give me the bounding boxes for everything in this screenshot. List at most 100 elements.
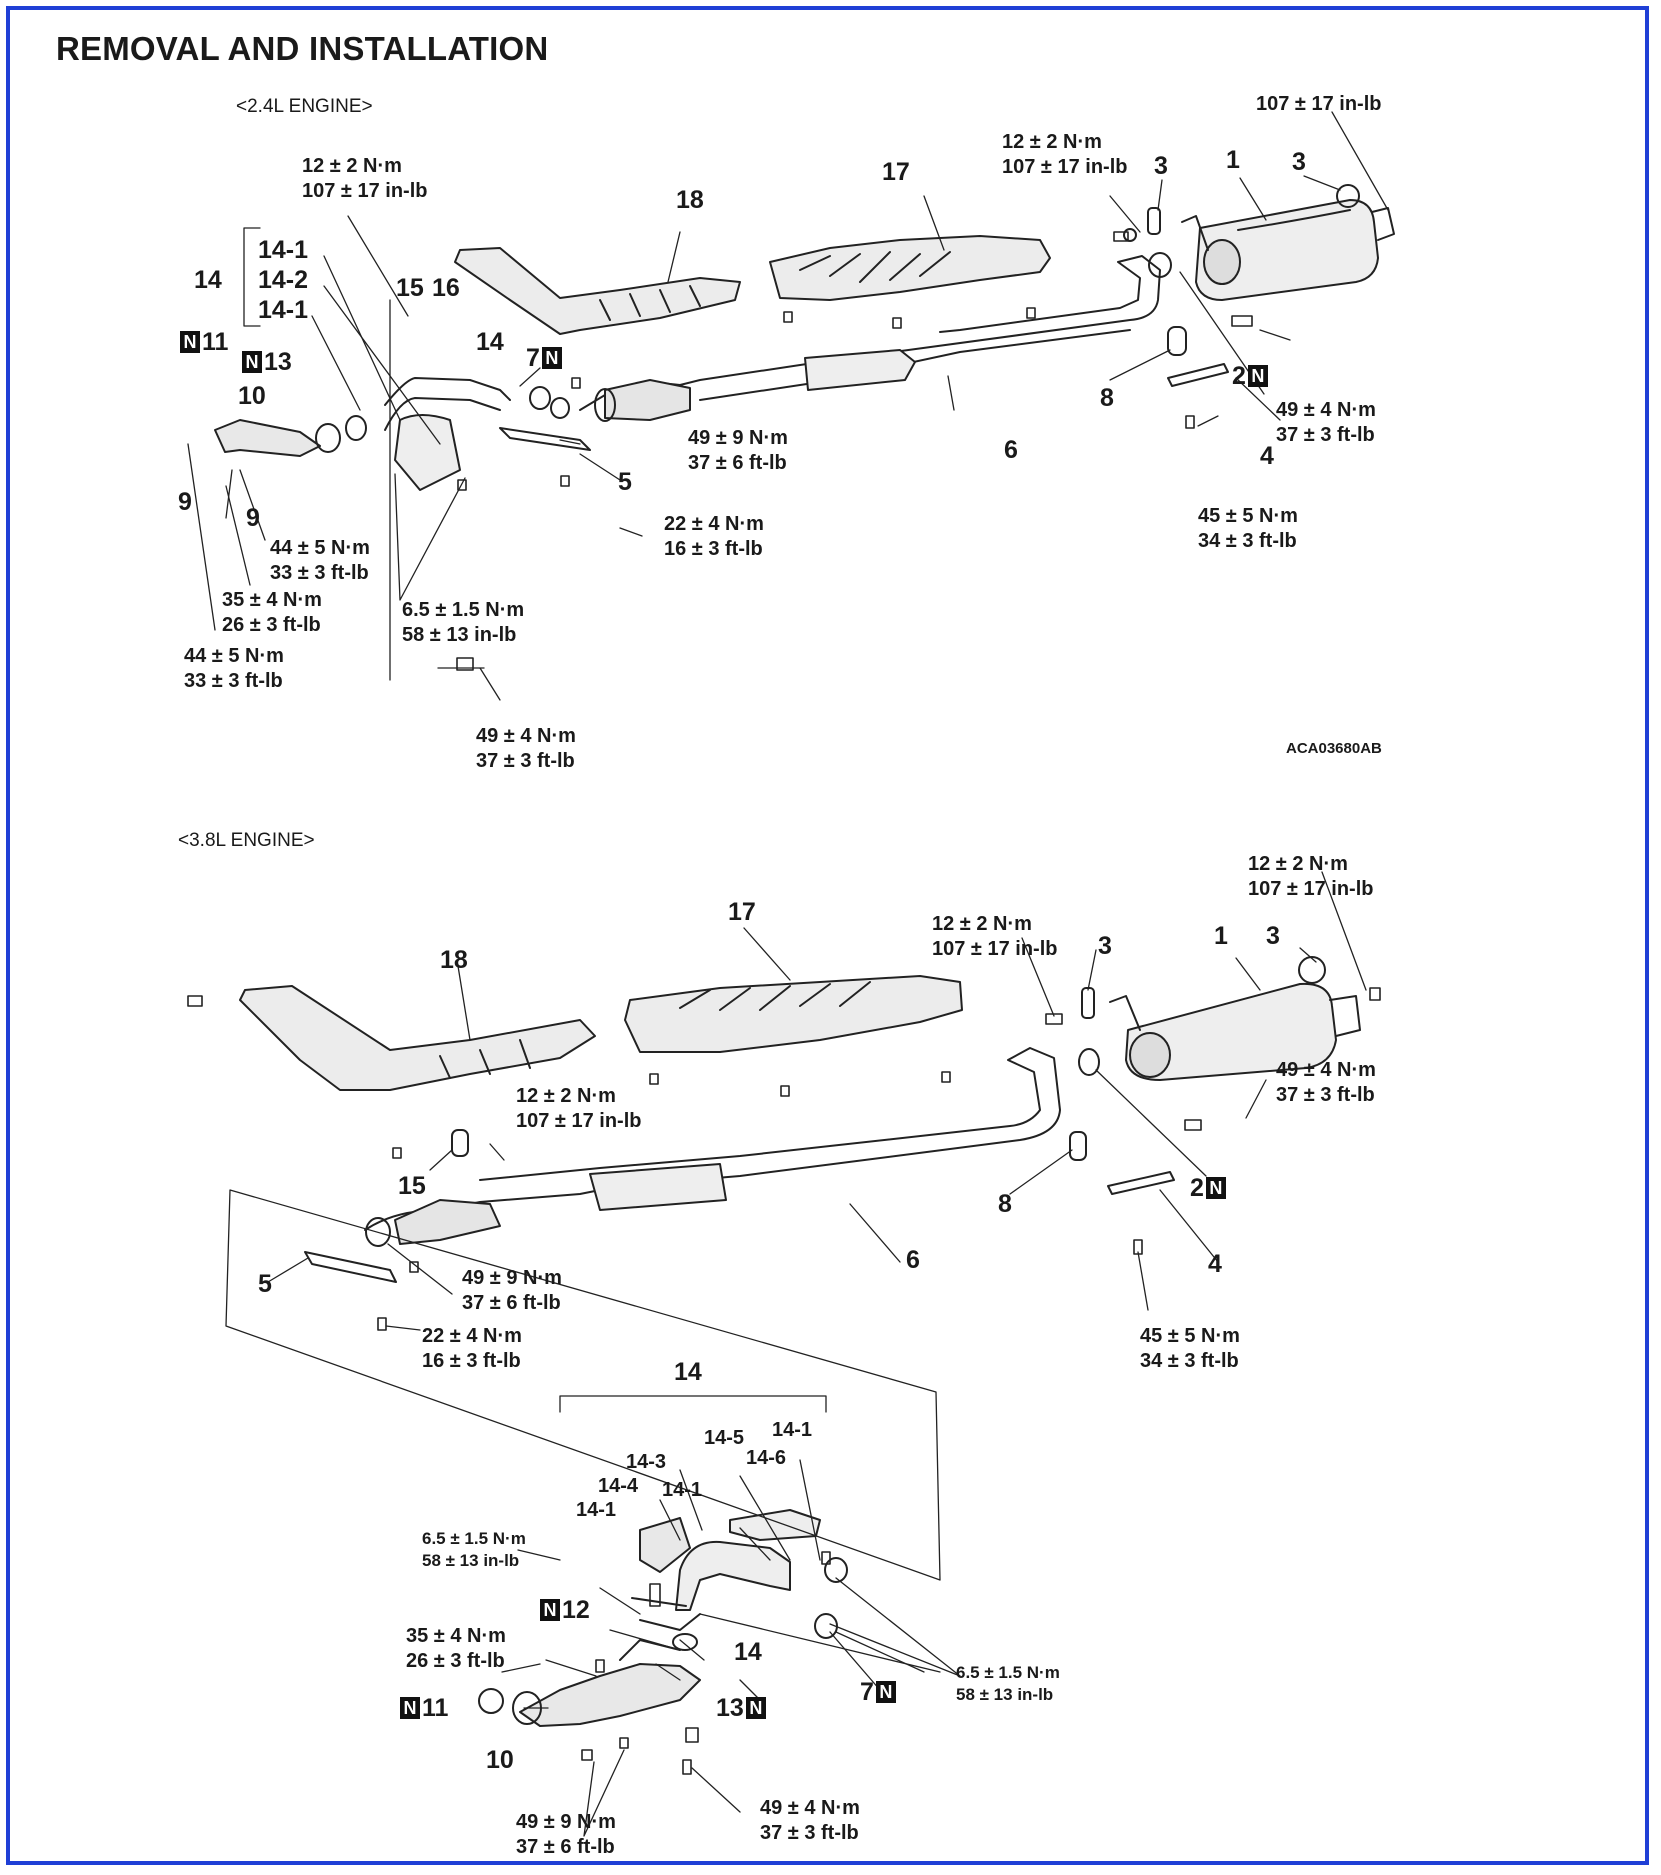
part-number: 9 xyxy=(246,504,260,532)
hanger-3-b-38 xyxy=(1298,956,1326,984)
part-number: 6 xyxy=(906,1246,920,1274)
part-number: 4 xyxy=(1208,1250,1222,1278)
hanger-8-38 xyxy=(1069,1131,1087,1161)
part-number: 14-1 xyxy=(258,296,309,324)
part-number: 9 xyxy=(178,488,192,516)
exhaust-pipe-10 xyxy=(214,419,321,457)
main-muffler-38 xyxy=(1125,982,1337,1081)
part-number: 18 xyxy=(676,186,704,214)
hanger-3-a-38 xyxy=(1081,987,1095,1019)
part-number: 15 xyxy=(396,274,424,302)
hanger-3-a xyxy=(1147,207,1161,235)
new-part-badge: N xyxy=(875,1681,896,1703)
new-part-badge: N xyxy=(180,331,200,353)
part-number: 6 xyxy=(1004,436,1018,464)
hanger-3-b xyxy=(1336,184,1360,208)
part-number: 14-1 xyxy=(772,1419,813,1441)
part-number: 14-1 xyxy=(576,1499,617,1521)
part-number: 14-6 xyxy=(746,1447,787,1469)
part-number: 18 xyxy=(440,946,468,974)
heat-shield-17-38 xyxy=(624,975,963,1053)
part-number: 14 xyxy=(476,328,504,356)
front-pipe-14 xyxy=(384,377,511,406)
part-number: 14-3 xyxy=(626,1451,667,1473)
new-part-badge: N xyxy=(400,1697,420,1719)
new-part-badge: N xyxy=(745,1697,766,1719)
part-number: 5 xyxy=(618,468,632,496)
part-number: 8 xyxy=(1100,384,1114,412)
part-number: 3 xyxy=(1266,922,1280,950)
part-number: 8 xyxy=(998,1190,1012,1218)
heat-shield-18-38 xyxy=(239,985,596,1091)
bracket-5-38 xyxy=(304,1251,397,1283)
center-pipe-24 xyxy=(579,255,1161,422)
new-part-badge: N xyxy=(1247,365,1268,387)
new-part-badge: N xyxy=(541,347,562,369)
new-part-badge: N xyxy=(540,1599,560,1621)
main-muffler-24 xyxy=(1181,199,1395,301)
bracket-5 xyxy=(499,427,591,451)
part-number: 3 xyxy=(1292,148,1306,176)
part-number: 3 xyxy=(1154,152,1168,180)
part-number: 17 xyxy=(882,158,910,186)
part-number: 5 xyxy=(258,1270,272,1298)
page-border xyxy=(6,6,1649,1865)
part-number: 10 xyxy=(486,1746,514,1774)
hanger-15-38 xyxy=(451,1129,469,1157)
part-number: 16 xyxy=(432,274,460,302)
part-number: 14 xyxy=(674,1358,702,1386)
figure-code: ACA03680AB xyxy=(1286,740,1382,757)
bracket-4 xyxy=(1167,363,1229,387)
part-number: 14 xyxy=(734,1638,762,1666)
part-number: 4 xyxy=(1260,442,1274,470)
part-number: 14-2 xyxy=(258,266,309,294)
part-number: 1 xyxy=(1214,922,1228,950)
part-number: 14-5 xyxy=(704,1427,745,1449)
torque-label: 107 ± 17 in-lb xyxy=(1256,93,1382,115)
heat-shield-17 xyxy=(769,235,1051,301)
hanger-8 xyxy=(1167,326,1187,356)
new-part-badge: N xyxy=(242,351,262,373)
bracket-4-38 xyxy=(1107,1171,1175,1195)
diagram-38l xyxy=(187,871,1381,1837)
part-number: 15 xyxy=(398,1172,426,1200)
part-number: 14-1 xyxy=(258,236,309,264)
center-pipe-38 xyxy=(364,1047,1061,1247)
page-title: REMOVAL AND INSTALLATION xyxy=(56,30,549,67)
new-part-badge: N xyxy=(1205,1177,1226,1199)
part-number: 17 xyxy=(728,898,756,926)
section-label-3-8l: <3.8L ENGINE> xyxy=(178,830,315,851)
